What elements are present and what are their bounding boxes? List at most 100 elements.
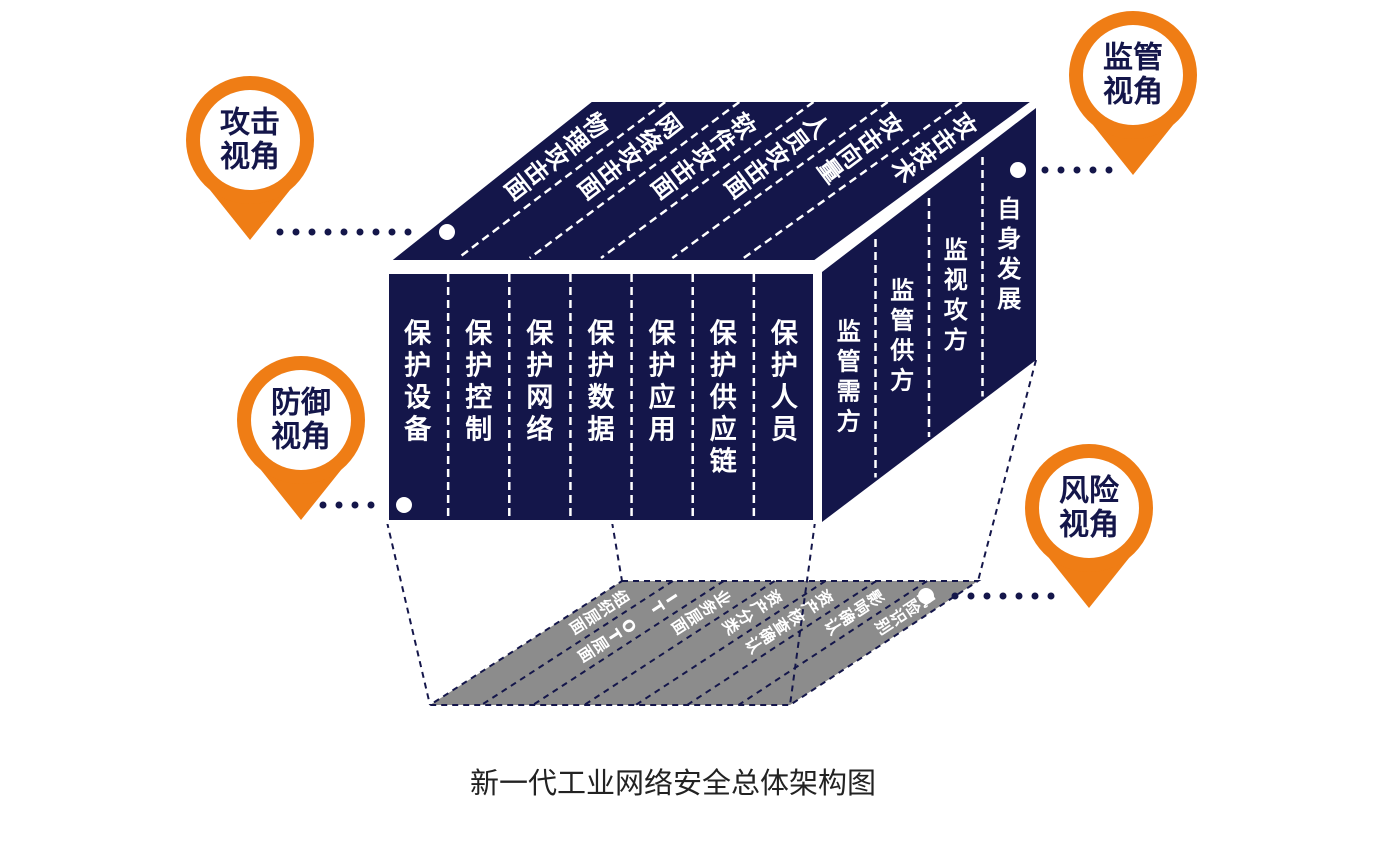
defense-item-1-char: 保 [464, 319, 493, 350]
pin-attack-label: 视角 [220, 140, 280, 175]
pin-supervise-label: 监管 [1103, 41, 1163, 76]
pin-risk-label: 视角 [1059, 508, 1119, 543]
risk-divider [532, 580, 725, 706]
risk-divider [686, 580, 877, 706]
supervise-item-1-char: 管 [890, 307, 914, 335]
defense-item-2-char: 网 [526, 383, 553, 414]
defense-item-5-char: 护 [710, 351, 737, 382]
pin-center [251, 370, 351, 470]
risk-divider [738, 580, 928, 706]
defense-item-3-char: 数 [588, 383, 616, 414]
supervise-item-0-char: 监 [837, 318, 861, 346]
supervise-item-2-char: 方 [944, 326, 968, 354]
risk-divider [583, 580, 776, 706]
top-divider [457, 101, 666, 259]
top-divider [671, 100, 889, 260]
supervise-item-1-char: 供 [889, 337, 914, 365]
top-divider [742, 100, 963, 260]
supervise-plane-dividers [874, 157, 984, 478]
attack-plane-dividers [381, 98, 1043, 264]
pin-tail [210, 190, 290, 240]
top-divider [528, 100, 741, 260]
defense-item-2-char: 络 [526, 414, 553, 446]
defense-item-1-char: 护 [465, 351, 492, 382]
defense-item-0-char: 设 [404, 383, 431, 414]
defense-item-6-char: 人 [771, 383, 798, 414]
defense-item-1-char: 制 [465, 415, 492, 446]
front-border [385, 270, 817, 524]
pin-attack-label: 攻击 [220, 106, 280, 141]
defense-item-4-char: 应 [649, 382, 676, 414]
defense-item-6-char: 员 [771, 415, 798, 446]
supervise-item-0-char: 方 [837, 408, 861, 436]
pin-defense-label: 防御 [271, 386, 331, 421]
top-border [381, 98, 1043, 264]
pin-defense-label: 视角 [271, 420, 331, 455]
supervise-item-0-char: 需 [837, 378, 861, 406]
defense-item-4-char: 护 [649, 351, 676, 382]
pin-center [1083, 25, 1183, 125]
pin-supervise-label: 视角 [1103, 75, 1163, 110]
defense-item-1-char: 控 [465, 383, 492, 414]
defense-item-6-char: 保 [770, 319, 799, 350]
connectors [276, 162, 1122, 604]
defense-plane-surface [387, 272, 815, 522]
defense-item-5-char: 链 [710, 446, 737, 478]
supervise-item-1-char: 监 [890, 277, 914, 305]
risk-border [426, 580, 982, 706]
supervise-item-3-char: 展 [997, 285, 1021, 313]
supervise-item-3-char: 发 [996, 255, 1021, 283]
defense-item-0-char: 备 [403, 415, 432, 446]
supervise-item-2-char: 攻 [944, 296, 969, 324]
defense-item-2-char: 护 [526, 351, 553, 382]
supervise-item-1-char: 方 [890, 367, 914, 395]
defense-item-3-char: 保 [587, 319, 616, 350]
risk-divider [480, 580, 674, 706]
pin-center [200, 90, 300, 190]
projection-lines [386, 359, 1037, 706]
defense-item-4-char: 用 [649, 415, 676, 446]
risk-plane-surface [430, 581, 978, 705]
defense-item-3-char: 护 [588, 351, 615, 382]
defense-item-5-char: 保 [709, 319, 738, 350]
supervise-item-2-char: 视 [944, 266, 968, 294]
pin-tail [1093, 125, 1173, 175]
supervise-item-2-char: 监 [944, 236, 968, 264]
risk-plane-dividers [426, 580, 982, 706]
pin-risk-label: 风险 [1059, 474, 1120, 509]
defense-item-4-char: 保 [648, 319, 677, 350]
defense-item-3-char: 据 [588, 415, 615, 446]
pin-tail [1049, 558, 1129, 608]
defense-item-0-char: 护 [404, 351, 431, 382]
defense-item-5-char: 应 [710, 414, 737, 446]
attack-plane-surface [387, 100, 1036, 262]
defense-item-6-char: 护 [771, 351, 798, 382]
diagram-caption: 新一代工业网络安全总体架构图 [470, 766, 876, 800]
supervise-item-3-char: 身 [997, 225, 1021, 253]
defense-item-5-char: 供 [709, 383, 737, 414]
defense-plane-dividers [385, 270, 817, 524]
defense-item-2-char: 保 [525, 319, 554, 350]
